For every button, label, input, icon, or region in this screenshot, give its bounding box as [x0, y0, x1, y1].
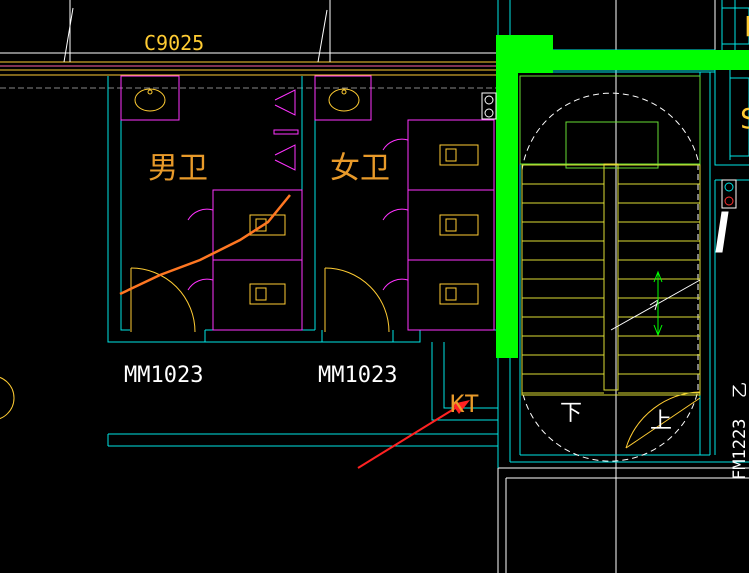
fire-door-label: FM1223: [730, 419, 749, 480]
right-mid-label: S: [740, 102, 749, 135]
stair-down-label: 下: [560, 401, 582, 426]
doors: [130, 267, 701, 449]
door-label-male: MM1023: [124, 363, 203, 388]
cable-line: [119, 194, 291, 296]
stair-arrow: [610, 279, 701, 331]
window-c9025: [0, 0, 498, 76]
room-label-male: 男卫: [148, 151, 208, 186]
stair-up-label: 上: [650, 409, 672, 434]
leader-arrow: [357, 400, 470, 469]
text-labels: C9025 男卫 女卫 MM1023 MM1023 KT 下 上 P S FM1…: [124, 10, 749, 480]
fire-door-suffix: 乙: [730, 382, 749, 398]
basins: [134, 88, 479, 305]
window-label: C9025: [144, 31, 204, 55]
kt-label: KT: [450, 390, 479, 418]
stair-landing: [519, 75, 701, 169]
axis-bubble: [0, 376, 15, 420]
door-label-female: MM1023: [318, 363, 397, 388]
stair-markers: [653, 270, 663, 337]
room-label-female: 女卫: [330, 151, 390, 186]
top-right-label: P: [744, 10, 749, 43]
structural-column: [496, 35, 749, 358]
drain-icons: [481, 92, 737, 253]
stair-treads: [521, 163, 701, 396]
fixtures: [120, 75, 495, 331]
stair-outline: [521, 92, 699, 462]
